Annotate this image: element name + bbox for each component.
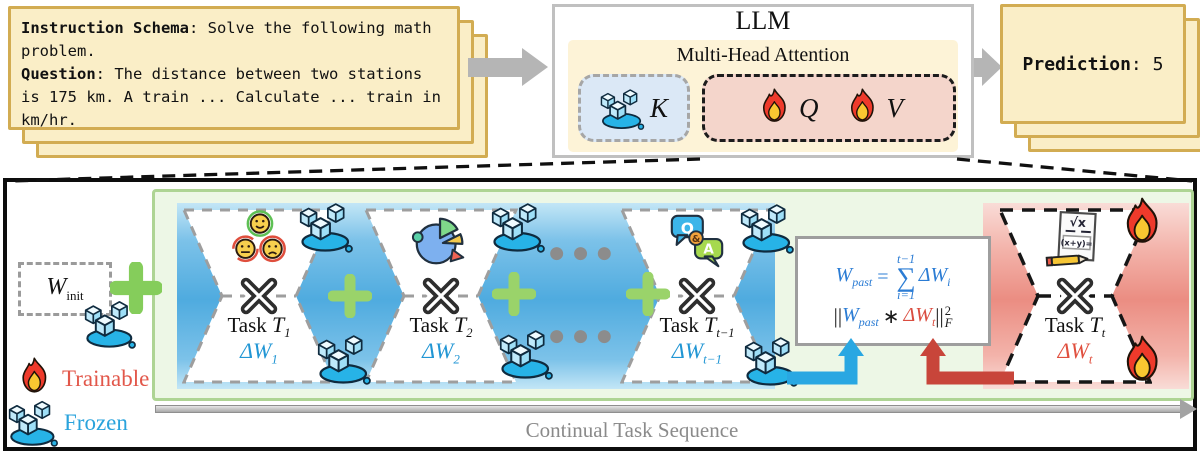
continual-sequence-label: Continual Task Sequence <box>525 418 739 442</box>
frozen-icon <box>299 198 355 254</box>
prediction-text: Prediction: 5 <box>1003 7 1183 121</box>
fire-icon <box>762 88 786 122</box>
value-label: V <box>886 92 904 123</box>
input-card-text: Instruction Schema: Solve the following … <box>11 9 457 140</box>
legend-frozen-label: Frozen <box>64 410 128 435</box>
legend-trainable-label: Trainable <box>62 366 150 391</box>
task-1-label: Task T1 <box>227 312 291 341</box>
continual-sequence-arrow <box>155 405 1181 413</box>
fire-icon <box>850 88 874 122</box>
task-t-label: Task Tt <box>1044 312 1106 341</box>
fire-icon <box>1126 197 1158 243</box>
query-label: Q <box>799 92 819 123</box>
frozen-icon <box>740 199 796 255</box>
w-init-box: Winit <box>18 262 112 316</box>
task-2-delta-w: ΔW2 <box>422 338 460 367</box>
multi-head-attention-label: Multi-Head Attention <box>676 44 850 66</box>
prediction-card: Prediction: 5 <box>1000 4 1186 124</box>
ellipsis-dots-bottom: ●●● <box>549 326 621 346</box>
pie-chart-icon <box>411 217 465 265</box>
fire-icon <box>22 357 47 393</box>
key-label: K <box>649 92 668 123</box>
llm-title: LLM <box>735 6 791 35</box>
flow-arrow-llm-to-prediction <box>974 58 982 77</box>
task-t-delta-w: ΔWt <box>1057 338 1093 367</box>
question-label: Question <box>21 64 96 83</box>
plus-icon <box>492 272 536 316</box>
task-t-minus-1-label: Task Tt−1 <box>659 312 735 341</box>
input-card: Instruction Schema: Solve the following … <box>8 6 460 130</box>
task-1-delta-w: ΔW1 <box>240 338 278 367</box>
orthogonality-formula-box: Wpast = t−1 ∑ i=1 ΔWi || Wpast ∗ ΔWt || … <box>795 236 991 346</box>
plus-icon <box>626 272 670 316</box>
question-answer-icon <box>670 214 724 268</box>
flow-arrowhead-input-to-llm <box>522 48 548 86</box>
prediction-card-stack: Prediction: 5 <box>1000 4 1200 154</box>
task-2-label: Task T2 <box>409 312 473 341</box>
frozen-icon <box>8 396 60 448</box>
query-value-adapter-pill: Q V <box>702 74 956 142</box>
input-card-stack: Instruction Schema: Solve the following … <box>8 6 490 166</box>
math-worksheet-icon <box>1045 211 1097 267</box>
question-text: : The distance between two stations is 1… <box>21 64 441 129</box>
sentiment-faces-icon <box>228 210 290 272</box>
instruction-text: : Solve the following math problem. <box>21 19 432 60</box>
flow-arrow-input-to-llm <box>468 58 522 77</box>
task-t-minus-1-delta-w: ΔWt−1 <box>671 338 723 367</box>
instruction-label: Instruction Schema <box>21 19 189 37</box>
key-adapter-pill: K <box>578 74 690 142</box>
frozen-icon <box>600 85 646 131</box>
prediction-label: Prediction <box>1022 53 1131 75</box>
w-init-label: Winit <box>46 274 84 303</box>
plus-icon <box>110 262 162 314</box>
flow-arrowhead-llm-to-prediction <box>982 48 1002 86</box>
w-past-sum-formula: Wpast = t−1 ∑ i=1 ΔWi <box>835 251 951 302</box>
prediction-value: : 5 <box>1130 53 1164 75</box>
continual-sequence-arrowhead <box>1180 399 1197 419</box>
frozen-icon <box>491 198 547 254</box>
ellipsis-dots-top: ●●● <box>549 243 621 263</box>
